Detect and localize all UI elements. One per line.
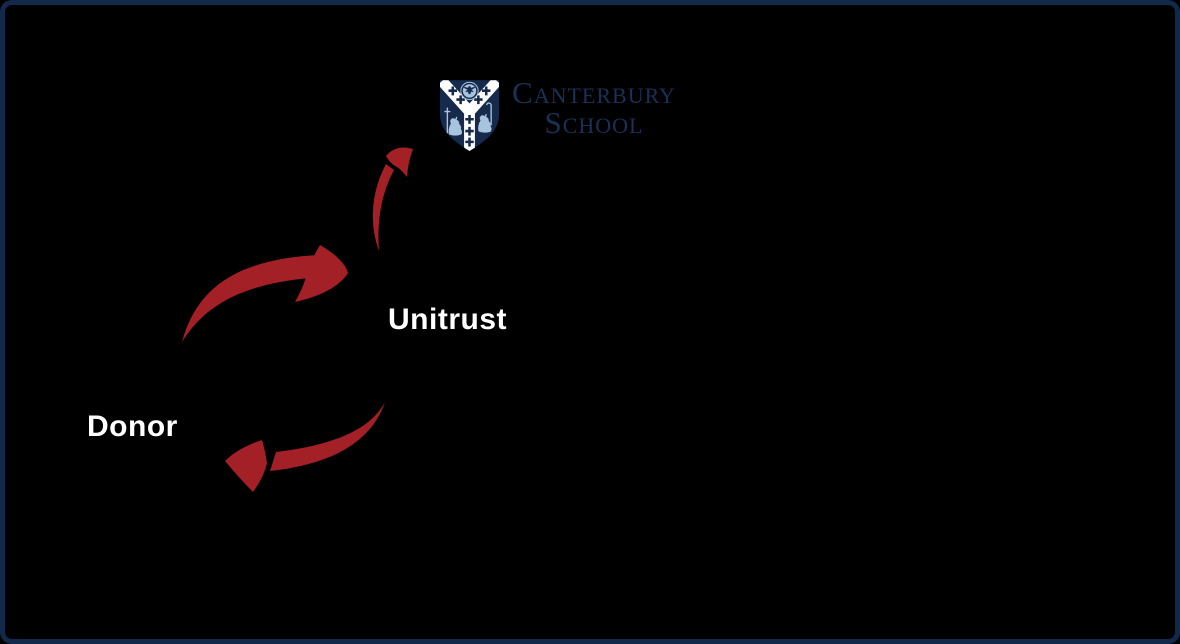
logo-line-school: School	[544, 105, 644, 140]
logo-line-canterbury: Canterbury	[512, 75, 676, 110]
crest-roundel-ring	[460, 81, 479, 101]
crest-eagle-icon	[463, 86, 476, 95]
arrow-unitrust-to-donor-icon	[225, 402, 385, 492]
crest-lion-left-icon	[448, 116, 463, 136]
unitrust-label: Unitrust	[388, 303, 507, 336]
school-crest-icon	[439, 80, 500, 151]
crest-staffs	[444, 102, 492, 134]
crest-crosses	[448, 86, 491, 147]
arrow-unitrust-to-school-icon	[372, 147, 413, 251]
donor-label: Donor	[87, 410, 178, 443]
logo-wordmark: Canterbury School	[505, 75, 683, 153]
arrow-donor-to-unitrust-icon	[182, 245, 348, 342]
crest-lion-right-icon	[478, 113, 492, 133]
canterbury-school-logo: Canterbury School	[438, 75, 683, 153]
